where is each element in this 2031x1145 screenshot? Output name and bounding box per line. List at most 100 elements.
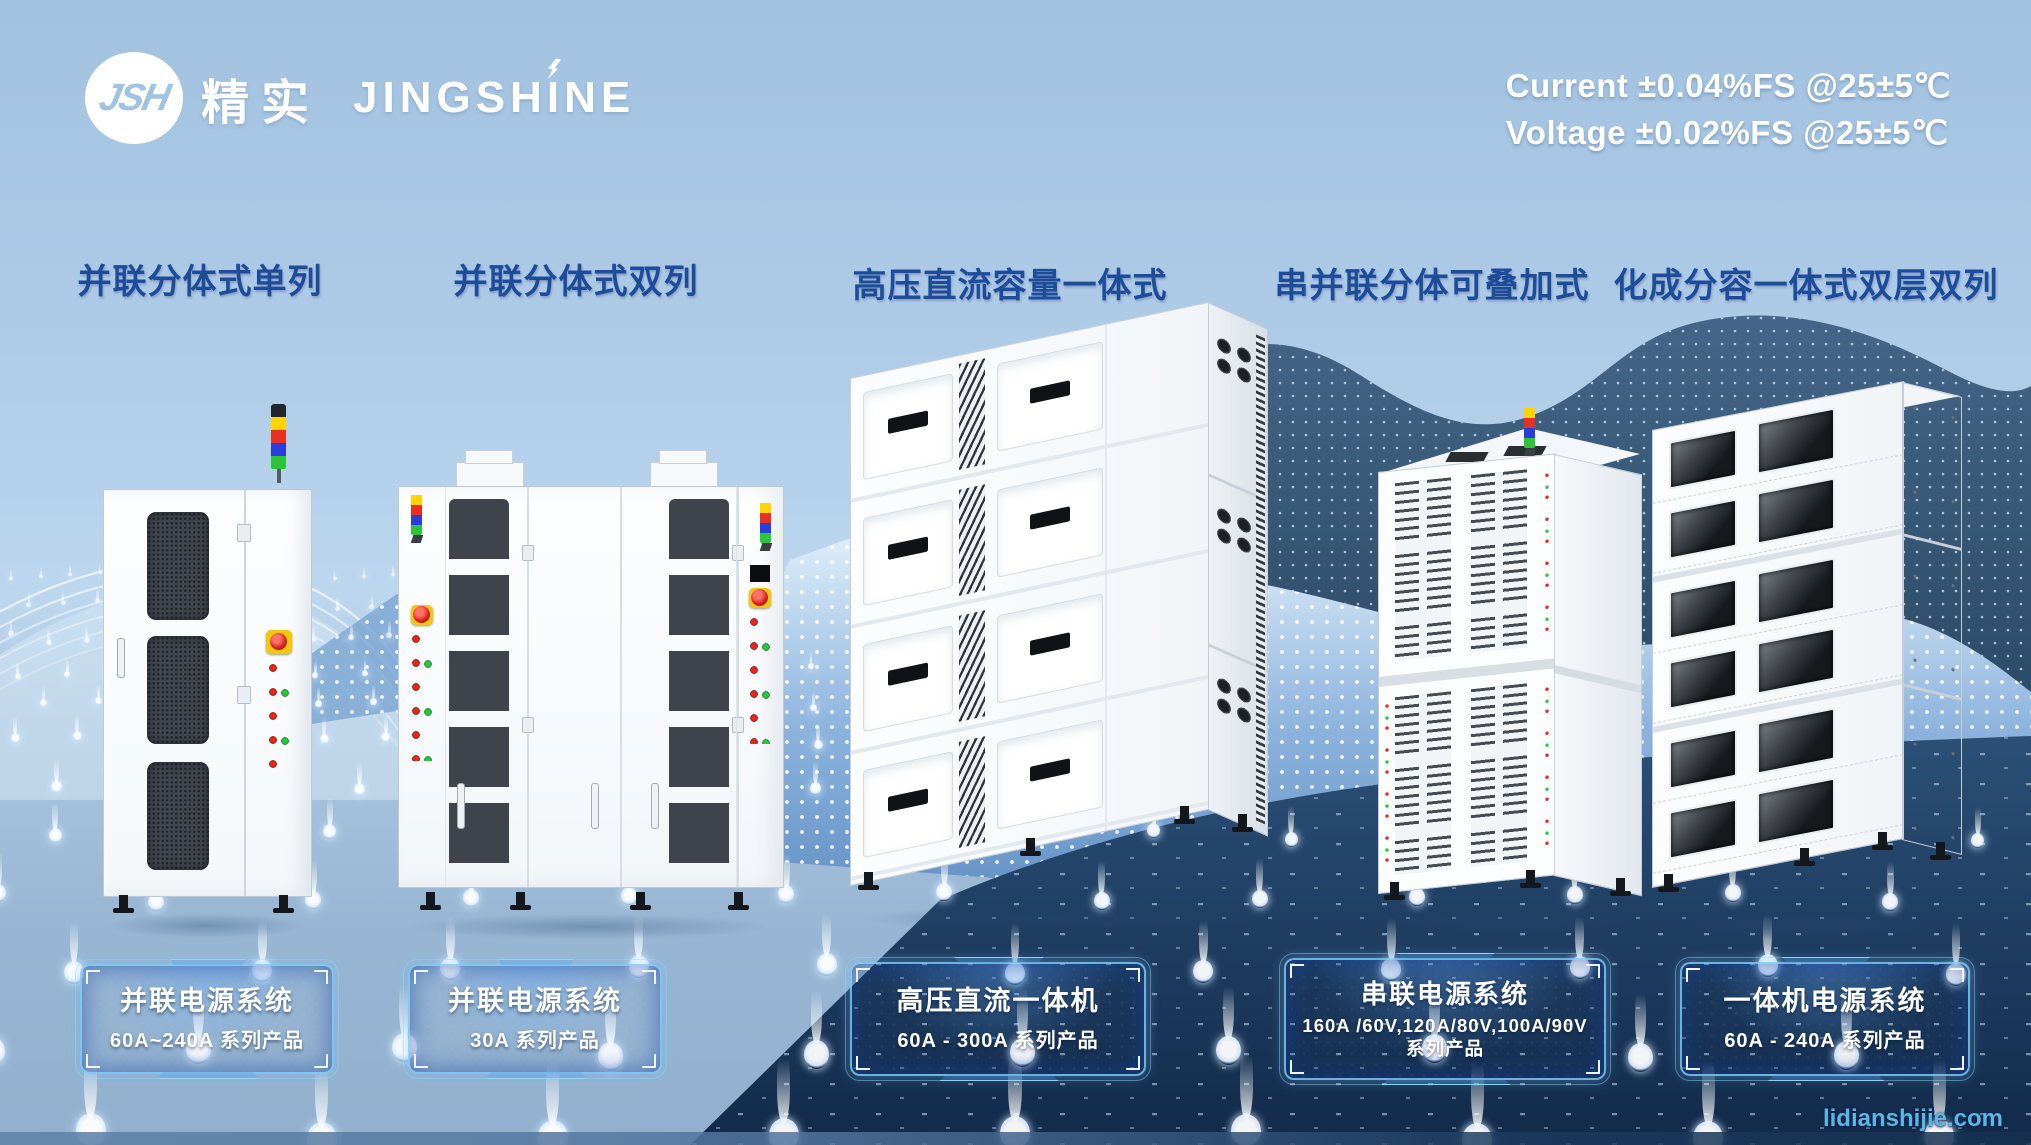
corner-bracket-icon xyxy=(1126,968,1140,982)
drawer-panel xyxy=(997,467,1103,578)
window-opening xyxy=(1669,578,1737,640)
voltage-accuracy: Voltage ±0.02%FS @25±5℃ xyxy=(1505,114,1949,151)
plate-top-notch xyxy=(954,957,1044,963)
plate-bottom-notch xyxy=(1767,1074,1885,1081)
plate-top-notch xyxy=(1782,957,1870,963)
jsh-monogram-text: JSH xyxy=(95,76,173,119)
cabinet-series-parallel-stackable-image xyxy=(1378,408,1642,936)
window-opening xyxy=(1757,777,1835,845)
leveling-foot xyxy=(420,892,441,910)
product-plate-5: 一体机电源系统 60A - 240A 系列产品 xyxy=(1675,957,1975,1081)
indicator-leds xyxy=(409,633,435,761)
category-title-1: 并联分体式单列 xyxy=(77,263,323,301)
window-opening xyxy=(1669,428,1737,490)
plate-bottom-notch xyxy=(1381,1078,1511,1085)
side-vent-strip xyxy=(1256,334,1265,825)
slat-vent-panel xyxy=(1395,691,1451,876)
leveling-foot xyxy=(1930,842,1951,860)
plate-title: 串联电源系统 xyxy=(1360,979,1529,1010)
leveling-foot xyxy=(1610,878,1631,896)
leveling-foot xyxy=(858,872,879,890)
hinge xyxy=(522,545,534,561)
corner-bracket-icon xyxy=(642,1054,656,1068)
display-window xyxy=(750,565,770,582)
plate-bottom-notch xyxy=(157,1072,259,1079)
indicator-leds xyxy=(266,662,292,784)
plate-subtitle-line2: 系列产品 xyxy=(1405,1037,1484,1059)
hinge xyxy=(237,524,251,542)
plate-bottom-notch xyxy=(485,1072,587,1079)
indicator-leds xyxy=(747,616,773,744)
leveling-foot xyxy=(728,892,749,910)
corner-bracket-icon xyxy=(1586,964,1600,978)
cabinet-parallel-split-single-image xyxy=(103,404,312,939)
hatched-vent-strip xyxy=(959,484,985,596)
plate-title: 并联电源系统 xyxy=(448,985,622,1016)
cabinet-front-face xyxy=(850,301,1210,887)
drawer-panel xyxy=(863,499,953,607)
hinge xyxy=(237,686,251,704)
corner-bracket-icon xyxy=(1126,1056,1140,1070)
emergency-stop-icon xyxy=(266,630,292,654)
cabinet-front-face xyxy=(1652,381,1904,888)
corner-bracket-icon xyxy=(856,1056,870,1070)
corner-bracket-icon xyxy=(414,1054,428,1068)
door-seam xyxy=(737,487,739,887)
product-plate-1: 并联电源系统 60A~240A 系列产品 xyxy=(75,959,339,1079)
window-opening xyxy=(1757,477,1835,545)
corner-bracket-icon xyxy=(856,968,870,982)
door-handle xyxy=(117,638,125,678)
mesh-vent-panel xyxy=(147,762,209,870)
stack-seam xyxy=(1555,665,1641,694)
stacked-unit xyxy=(1379,456,1555,674)
cabinet-body xyxy=(103,489,312,897)
tower-light-icon xyxy=(759,503,772,551)
window-opening xyxy=(1669,498,1737,560)
drawer-panel xyxy=(997,593,1103,704)
plate-subtitle: 60A - 240A 系列产品 xyxy=(1724,1030,1926,1053)
tower-light-icon xyxy=(410,495,423,543)
plate-title: 并联电源系统 xyxy=(120,985,294,1016)
brand-en-pre: JINGSH xyxy=(353,73,547,122)
emergency-stop-icon xyxy=(749,588,771,608)
cabinet-body xyxy=(398,486,784,888)
leveling-foot xyxy=(1020,838,1041,856)
mesh-vent-panel xyxy=(147,512,209,620)
leveling-foot xyxy=(113,895,134,913)
indicator-leds xyxy=(1383,701,1391,871)
corner-bracket-icon xyxy=(414,970,428,984)
plate-top-notch xyxy=(497,959,575,965)
top-vent xyxy=(650,450,718,488)
leveling-foot xyxy=(1794,848,1815,866)
corner-bracket-icon xyxy=(642,970,656,984)
mesh-vent-panel xyxy=(147,636,209,744)
product-plate-4: 串联电源系统 160A /60V,120A/80V,100A/90V 系列产品 xyxy=(1279,953,1611,1085)
cabinet-hv-dc-integrated-image xyxy=(850,298,1270,932)
watermark-url: lidianshijie.com xyxy=(1822,1105,2003,1132)
window-opening xyxy=(1669,728,1737,790)
indicator-leds xyxy=(1543,470,1551,640)
stack-seam xyxy=(1903,533,1961,551)
slat-vent-panel xyxy=(1395,477,1451,662)
leveling-foot xyxy=(630,892,651,910)
cooling-fans-icon xyxy=(1214,671,1254,730)
corner-bracket-icon xyxy=(1950,968,1964,982)
slat-vent-panel xyxy=(1471,683,1527,868)
drawer-panel xyxy=(997,719,1103,830)
corner-bracket-icon xyxy=(1290,1060,1304,1074)
leveling-foot xyxy=(273,895,294,913)
jsh-monogram-icon: JSH xyxy=(85,52,183,144)
drawer-panel xyxy=(863,373,953,481)
stacked-unit xyxy=(1379,670,1555,888)
mesh-vent-column xyxy=(669,499,729,877)
window-opening xyxy=(1757,407,1835,475)
window-opening xyxy=(1669,648,1737,710)
corner-bracket-icon xyxy=(1950,1056,1964,1070)
hatched-vent-strip xyxy=(959,358,985,470)
vent-door xyxy=(104,490,246,896)
plate-top-notch xyxy=(1397,953,1495,959)
cabinet-front-face xyxy=(1378,453,1556,894)
